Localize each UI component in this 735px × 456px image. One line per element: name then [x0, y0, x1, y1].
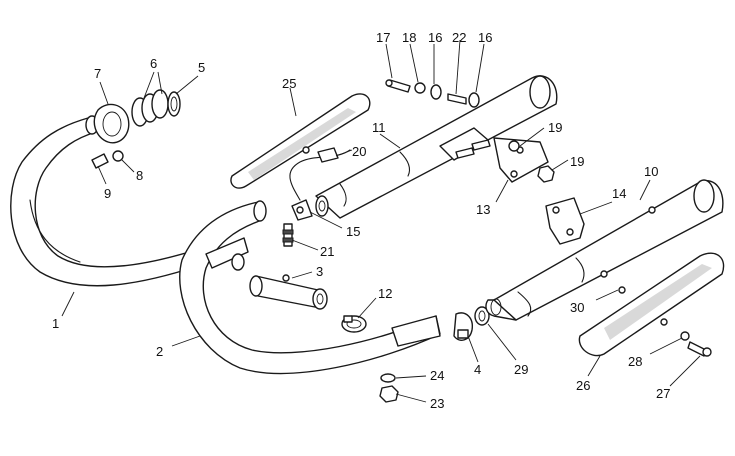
springs-6	[131, 89, 169, 127]
nut-8	[112, 150, 124, 162]
nut-19a	[508, 140, 520, 152]
label-part-1: 1	[52, 316, 59, 331]
heat-shield-26	[578, 252, 725, 357]
label-part-4: 4	[474, 362, 481, 377]
label-part-2: 2	[156, 344, 163, 359]
heat-shield-25	[230, 93, 371, 189]
washer-28	[680, 331, 690, 341]
flange-7	[93, 103, 130, 144]
muffler-10	[485, 179, 724, 321]
label-part-5: 5	[198, 60, 205, 75]
spacer-22	[447, 93, 467, 105]
spark-plug-21	[282, 223, 294, 247]
stud-bolts	[455, 139, 491, 159]
label-part-14: 14	[612, 186, 626, 201]
nut-19b	[537, 165, 555, 183]
label-part-16b: 16	[478, 30, 492, 45]
label-part-18: 18	[402, 30, 416, 45]
label-part-20: 20	[352, 144, 366, 159]
label-part-29: 29	[514, 362, 528, 377]
label-part-28: 28	[628, 354, 642, 369]
bolt-17	[385, 79, 411, 93]
label-part-25: 25	[282, 76, 296, 91]
bracket-13	[439, 127, 549, 183]
part-labels: 1 2 3 4 5 6 7 8 9 10 11 12 13 14 15 16 1…	[52, 30, 670, 411]
stud-9	[91, 153, 109, 169]
clamp-12	[341, 315, 367, 333]
bush-16b	[468, 92, 480, 108]
connector-20	[317, 147, 339, 163]
label-part-19b: 19	[570, 154, 584, 169]
label-part-24: 24	[430, 368, 444, 383]
muffler-11	[315, 75, 558, 219]
label-part-30: 30	[570, 300, 584, 315]
label-part-21: 21	[320, 244, 334, 259]
leader-lines	[61, 39, 701, 403]
ring-29	[474, 306, 490, 326]
label-part-15: 15	[346, 224, 360, 239]
label-part-12: 12	[378, 286, 392, 301]
label-part-19a: 19	[548, 120, 562, 135]
screw-27	[687, 341, 712, 357]
label-part-11: 11	[372, 120, 386, 135]
label-part-27: 27	[656, 386, 670, 401]
label-part-9: 9	[104, 186, 111, 201]
label-part-3: 3	[316, 264, 323, 279]
label-part-7: 7	[94, 66, 101, 81]
label-part-13: 13	[476, 202, 490, 217]
clamp-4	[453, 312, 473, 341]
label-part-23: 23	[430, 396, 444, 411]
bracket-14	[545, 197, 585, 245]
nut-23	[379, 385, 399, 403]
label-part-17: 17	[376, 30, 390, 45]
gasket-5	[167, 91, 181, 117]
exhaust-header-pipe-2	[179, 200, 441, 375]
label-part-22: 22	[452, 30, 466, 45]
label-part-6: 6	[150, 56, 157, 71]
washer-24	[380, 373, 396, 383]
label-part-8: 8	[136, 168, 143, 183]
washer-18	[414, 82, 426, 94]
label-part-26: 26	[576, 378, 590, 393]
bush-16a	[430, 84, 442, 100]
compensator-3	[249, 274, 328, 310]
label-part-10: 10	[644, 164, 658, 179]
label-part-16a: 16	[428, 30, 442, 45]
